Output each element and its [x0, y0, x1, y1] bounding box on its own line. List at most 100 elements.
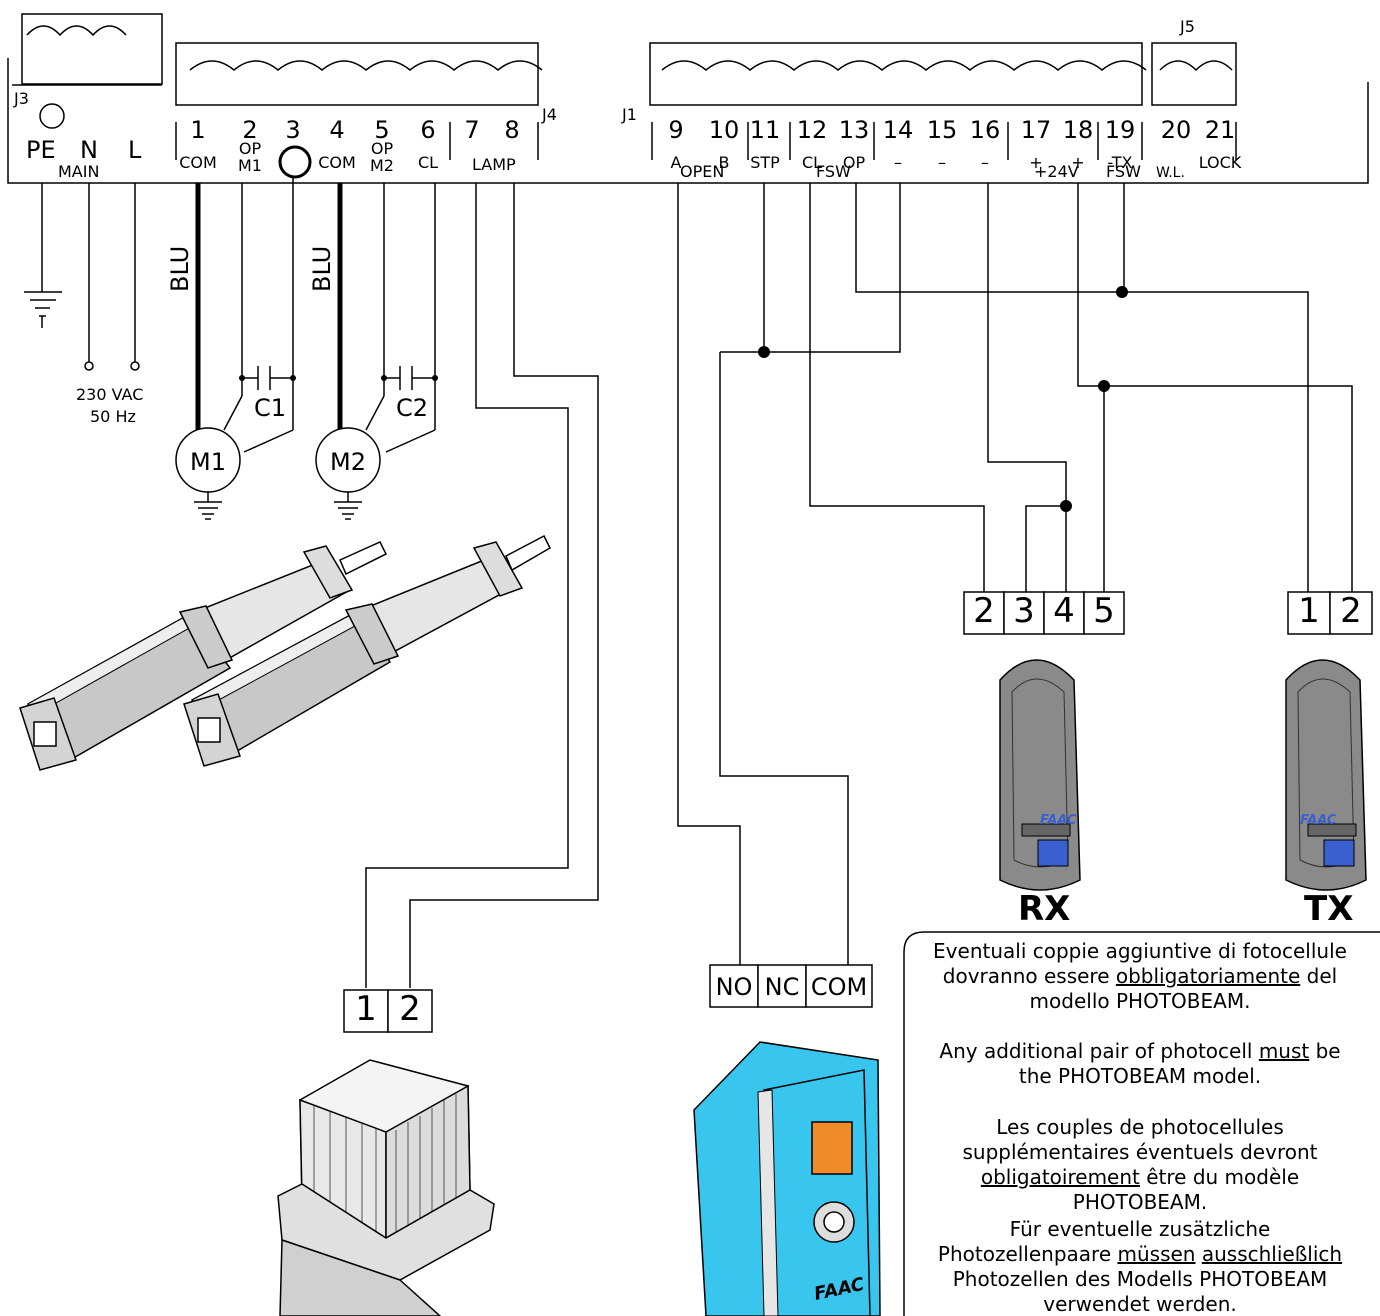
l-label: L [128, 136, 142, 164]
n-label: N [80, 136, 98, 164]
tx-terminal-cell [1287, 591, 1331, 635]
note-line: the PHOTOBEAM model. [1019, 1064, 1261, 1088]
terminal-21-number: 21 [1205, 116, 1236, 144]
lamp-terminal-cell [343, 989, 389, 1033]
terminal-10-label: B [719, 153, 730, 172]
rx-faac-logo: FAAC [1040, 813, 1077, 828]
j3-label: J3 [13, 89, 29, 108]
terminal-15-number: 15 [927, 116, 958, 144]
terminal-12-number: 12 [797, 116, 828, 144]
j4-label: J4 [541, 105, 557, 124]
j1-label: J1 [621, 105, 637, 124]
terminal-6-label: CL [418, 153, 438, 172]
terminal-3-number: 3 [285, 116, 300, 144]
keyswitch-terminal-nc: NC [765, 973, 800, 1001]
main-label: MAIN [58, 162, 99, 181]
terminal-5-label: M2 [370, 156, 394, 175]
j4-connector [175, 42, 539, 106]
linear-actuators-illustration [19, 534, 551, 771]
note-line: Les couples de photocellules [996, 1115, 1284, 1139]
lamp-terminal-2: 2 [399, 989, 421, 1029]
motor-m1-label: M1 [190, 448, 226, 476]
note-line: obligatoirement être du modèle [981, 1165, 1299, 1189]
lamp-terminal-1: 1 [355, 989, 377, 1029]
terminal-7-number: 7 [464, 116, 479, 144]
terminal-20-number: 20 [1161, 116, 1192, 144]
terminal-11-label: STP [750, 153, 780, 172]
tx-terminal-1: 1 [1298, 591, 1320, 631]
terminal-9-number: 9 [668, 116, 683, 144]
terminal-15-label: – [938, 153, 946, 172]
terminal-2-number: 2 [242, 116, 257, 144]
terminal-4-label: COM [318, 153, 356, 172]
note-line: Eventuali coppie aggiuntive di fotocellu… [933, 939, 1347, 963]
terminal-13-label: OP [843, 153, 866, 172]
note-line: supplémentaires éventuels devront [963, 1140, 1318, 1164]
tx-label: TX [1304, 889, 1353, 929]
lamp-wiring [365, 183, 599, 988]
rx-terminal-5: 5 [1093, 591, 1115, 631]
rx-terminal-cell [1083, 591, 1125, 635]
rx-label: RX [1018, 889, 1070, 929]
terminal-18-label: + [1071, 153, 1084, 172]
terminal-3-circle [278, 145, 312, 179]
capacitor-c1-label: C1 [254, 394, 286, 422]
motor-1-wiring [175, 177, 296, 520]
note-line: PHOTOBEAM. [1073, 1190, 1207, 1214]
key-selector-illustration: FAAC [693, 1041, 881, 1316]
keyswitch-terminal-no: NO [716, 973, 753, 1001]
rx-terminal-cell [963, 591, 1005, 635]
terminal-5-label: OP [371, 139, 394, 158]
keyswitch-wiring [677, 183, 901, 965]
terminal-1-label: COM [179, 153, 217, 172]
open-label: OPEN [680, 162, 724, 181]
terminal-11-number: 11 [750, 116, 781, 144]
frequency-label: 50 Hz [90, 407, 136, 426]
control-board [7, 13, 1369, 184]
note-line: modello PHOTOBEAM. [1030, 989, 1251, 1013]
keyswitch-terminal-cell [805, 964, 873, 1008]
pe-label: PE [26, 136, 56, 164]
note-line: Any additional pair of photocell must be [939, 1039, 1340, 1063]
terminal-12-label: CL [802, 153, 822, 172]
terminal-16-label: – [981, 153, 989, 172]
terminal-5-number: 5 [374, 116, 389, 144]
motor-2-wiring [315, 183, 438, 520]
j1-connector [649, 42, 1143, 106]
wl-label: W.L. [1156, 165, 1185, 181]
keyswitch-terminal-com: COM [811, 973, 867, 1001]
motor-m2-label: M2 [330, 448, 366, 476]
terminal-2-label: M1 [238, 156, 262, 175]
terminal-17-number: 17 [1021, 116, 1052, 144]
rx-photocell-illustration: FAAC [999, 659, 1081, 891]
keyswitch-terminal-block: NO NC COM [709, 964, 873, 1008]
terminal-2-label: OP [239, 139, 262, 158]
terminal-19-label: -TX [1107, 153, 1132, 172]
tx-terminal-cell [1329, 591, 1373, 635]
fsw-label: FSW [816, 162, 851, 181]
flashing-lamp-illustration [277, 1059, 495, 1316]
lamp-label: LAMP [472, 155, 516, 174]
terminal-8-number: 8 [504, 116, 519, 144]
j3-connector [21, 13, 163, 85]
keyswitch-terminal-cell [709, 964, 759, 1008]
note-line: Photozellenpaare müssen ausschließlich [938, 1242, 1342, 1266]
rx-terminal-3: 3 [1013, 591, 1035, 631]
terminal-14-number: 14 [883, 116, 914, 144]
lamp-terminal-cell [387, 989, 433, 1033]
blu-wire-label-1: BLU [166, 246, 194, 292]
voltage-label: 230 VAC [76, 385, 143, 404]
terminal-16-number: 16 [970, 116, 1001, 144]
note-line: dovranno essere obbligatoriamente del [943, 964, 1337, 988]
note-line: Photozellen des Modells PHOTOBEAM [953, 1267, 1328, 1291]
rx-terminal-4: 4 [1053, 591, 1075, 631]
tx-photocell-illustration: FAAC [1285, 659, 1367, 891]
capacitor-c2-label: C2 [396, 394, 428, 422]
note-line: Für eventuelle zusätzliche [1010, 1217, 1271, 1241]
note-line: verwendet werden. [1043, 1292, 1236, 1316]
photobeam-note: Eventuali coppie aggiuntive di fotocellu… [933, 939, 1347, 1316]
